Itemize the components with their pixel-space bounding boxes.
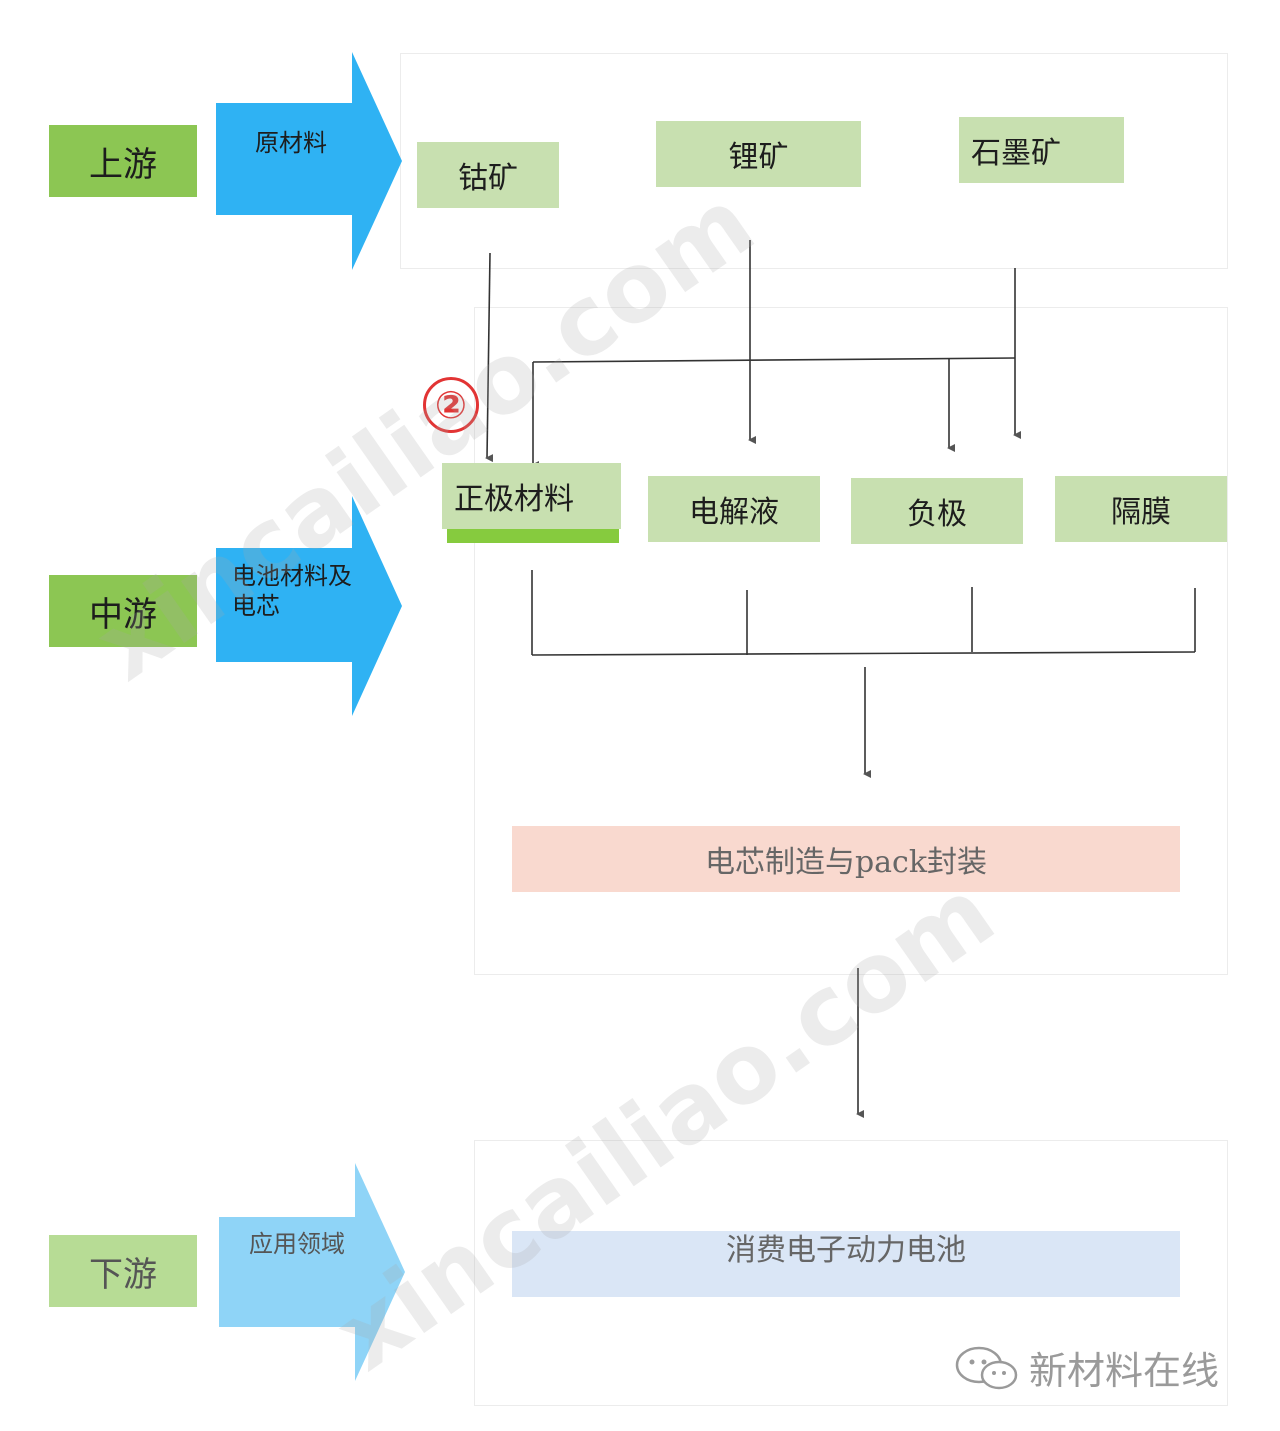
stage-midstream-label: 中游 bbox=[89, 594, 157, 635]
node-cathode-material-label: 正极材料 bbox=[454, 482, 574, 517]
midstream-panel bbox=[474, 307, 1228, 975]
midstream-arrow-label-line2: 电芯 bbox=[232, 592, 280, 620]
upstream-arrow-label: 原材料 bbox=[255, 129, 327, 157]
node-graphite-ore-label: 石墨矿 bbox=[971, 136, 1061, 171]
node-lithium-ore-label: 锂矿 bbox=[728, 140, 789, 175]
midstream-arrow-label: 电池材料及 电芯 bbox=[232, 561, 352, 621]
midstream-arrow-label-line1: 电池材料及 bbox=[232, 562, 352, 590]
stage-upstream-label: 上游 bbox=[89, 144, 157, 185]
stage-upstream: 上游 bbox=[49, 125, 197, 197]
application-label: 消费电子动力电池 bbox=[726, 1233, 966, 1268]
node-electrolyte-label: 电解液 bbox=[689, 495, 779, 530]
brand-mark: 新材料在线 bbox=[955, 1340, 1219, 1395]
chat-bubble-icon bbox=[955, 1346, 1018, 1389]
stage-downstream: 下游 bbox=[49, 1235, 197, 1307]
node-cobalt-ore-label: 钴矿 bbox=[458, 161, 518, 196]
step-marker: ② bbox=[423, 377, 479, 433]
downstream-panel bbox=[474, 1140, 1228, 1406]
manufacturing-label: 电芯制造与pack封装 bbox=[704, 845, 988, 880]
node-electrolyte: 电解液 bbox=[648, 476, 820, 542]
node-cobalt-ore: 钴矿 bbox=[417, 142, 559, 208]
application-bar: 消费电子动力电池 bbox=[512, 1231, 1180, 1297]
cathode-highlight-bar bbox=[447, 529, 619, 543]
node-separator-label: 隔膜 bbox=[1111, 495, 1171, 530]
node-anode: 负极 bbox=[851, 478, 1023, 544]
stage-downstream-label: 下游 bbox=[89, 1254, 157, 1295]
node-cathode-material: 正极材料 bbox=[442, 463, 621, 529]
midstream-arrow bbox=[216, 496, 402, 716]
manufacturing-bar: 电芯制造与pack封装 bbox=[512, 826, 1180, 892]
upstream-arrow bbox=[216, 52, 402, 270]
downstream-arrow-label: 应用领域 bbox=[249, 1230, 345, 1258]
stage-midstream: 中游 bbox=[49, 575, 197, 647]
node-anode-label: 负极 bbox=[907, 497, 967, 532]
node-lithium-ore: 锂矿 bbox=[656, 121, 861, 187]
downstream-arrow bbox=[219, 1163, 405, 1381]
node-separator: 隔膜 bbox=[1055, 476, 1227, 542]
brand-name: 新材料在线 bbox=[1029, 1349, 1220, 1393]
node-graphite-ore: 石墨矿 bbox=[959, 117, 1124, 183]
